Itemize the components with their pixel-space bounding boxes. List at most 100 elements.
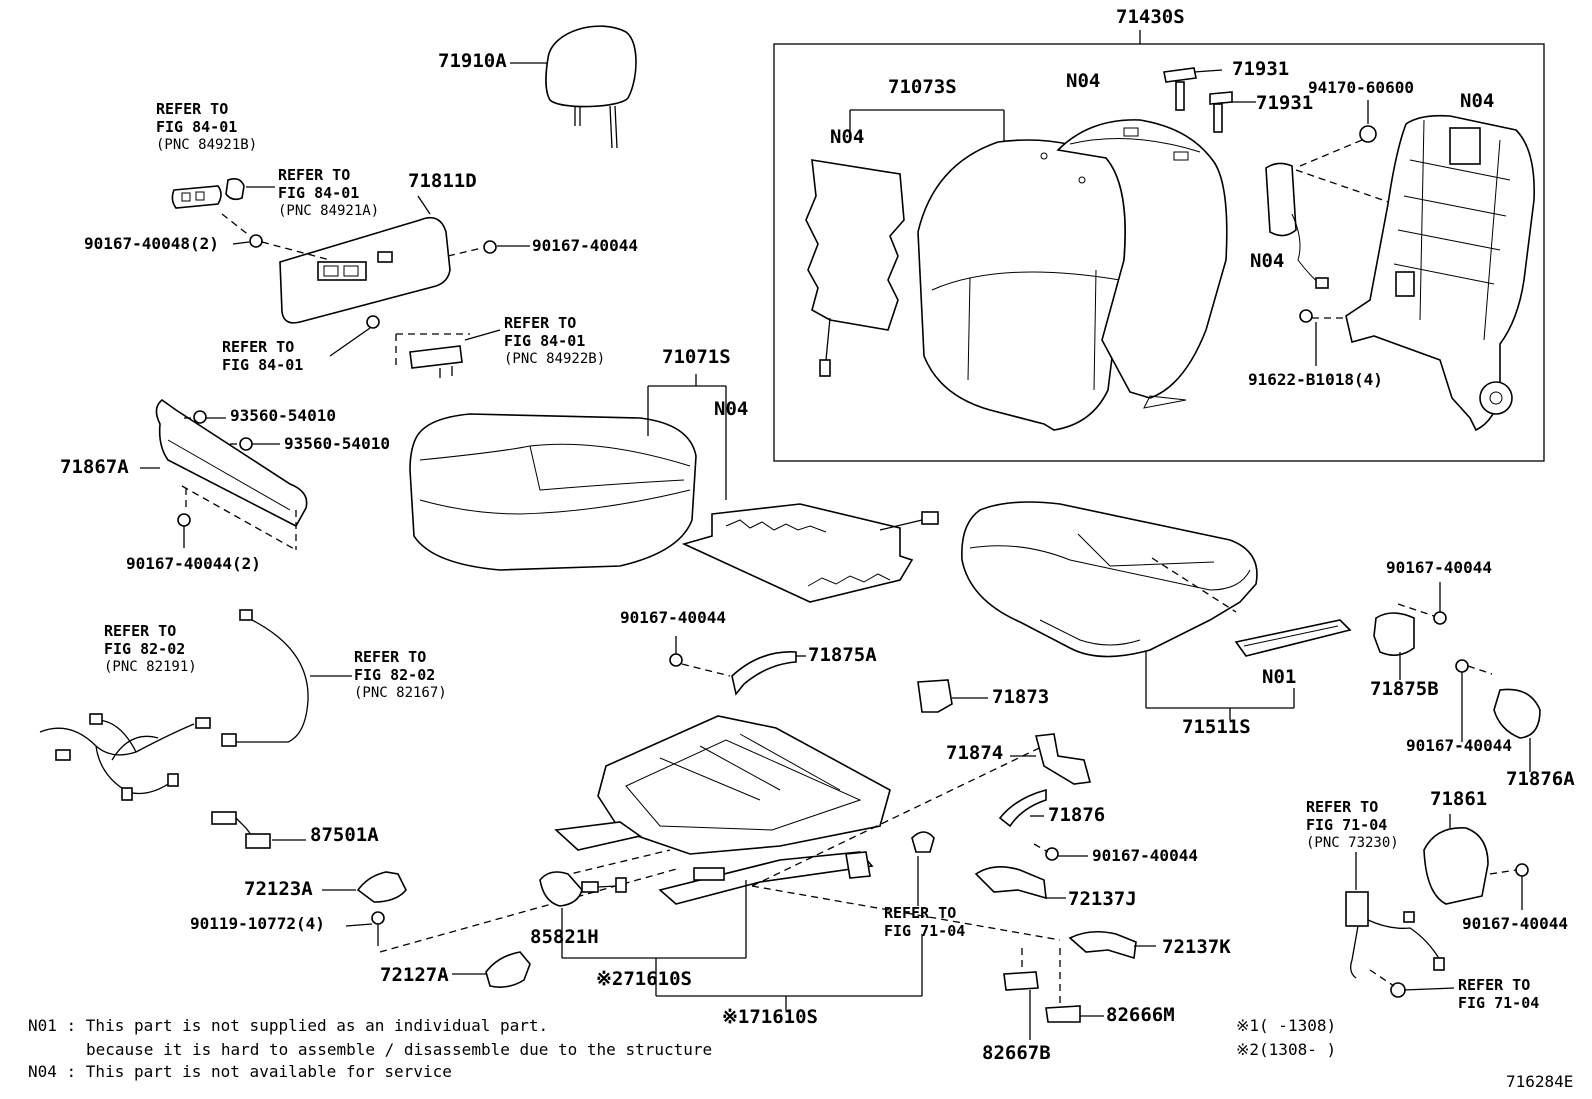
label-90167-40044-b: 90167-40044 bbox=[620, 608, 726, 627]
refer-pnc: (PNC 84922B) bbox=[504, 351, 606, 367]
cover-71861 bbox=[1423, 827, 1489, 905]
label-90119-10772: 90119-10772(4) bbox=[190, 914, 325, 933]
refer-fig-82-02-b[interactable]: REFER TO FIG 82-02 (PNC 82167) bbox=[354, 648, 447, 702]
refer-line1: REFER TO bbox=[354, 648, 427, 666]
refer-fig-71-04-a[interactable]: REFER TO FIG 71-04 bbox=[884, 904, 965, 940]
side-shield-71811D bbox=[279, 195, 451, 324]
label-71873: 71873 bbox=[992, 686, 1050, 708]
label-71874: 71874 bbox=[946, 742, 1004, 764]
label-71875B: 71875B bbox=[1370, 678, 1439, 700]
refer-line2: FIG 84-01 bbox=[222, 356, 304, 374]
note-n01-line2: because it is hard to assemble / disasse… bbox=[86, 1040, 713, 1059]
refer-line1: REFER TO bbox=[156, 100, 229, 118]
label-90167-40044-a: 90167-40044 bbox=[532, 236, 638, 255]
label-90167-40044-d: 90167-40044 bbox=[1386, 558, 1492, 577]
bracket-71874 bbox=[1034, 733, 1092, 785]
refer-fig-84-01-c[interactable]: REFER TO FIG 84-01 (PNC 84922B) bbox=[504, 314, 605, 368]
label-71875A: 71875A bbox=[808, 644, 877, 666]
label-n04-e: N04 bbox=[714, 398, 749, 420]
label-72127A: 72127A bbox=[380, 964, 449, 986]
refer-line1: REFER TO bbox=[1458, 976, 1531, 994]
refer-line1: REFER TO bbox=[884, 904, 957, 922]
refer-pnc: (PNC 84921B) bbox=[156, 137, 258, 153]
refer-line1: REFER TO bbox=[104, 622, 177, 640]
label-72137K: 72137K bbox=[1162, 936, 1231, 958]
refer-line2: FIG 84-01 bbox=[278, 184, 360, 202]
side-cover-71867A bbox=[140, 398, 308, 528]
refer-fig-71-04-b[interactable]: REFER TO FIG 71-04 (PNC 73230) bbox=[1306, 798, 1399, 852]
label-90167-40048: 90167-40048(2) bbox=[84, 234, 219, 253]
clip-71931 bbox=[1163, 67, 1256, 133]
headrest-71910A bbox=[510, 25, 637, 149]
note-date-2: ※2(1308- ) bbox=[1236, 1040, 1337, 1059]
label-71610S-1: ※171610S bbox=[722, 1006, 818, 1028]
refer-line2: FIG 82-02 bbox=[104, 640, 186, 658]
refer-pnc: (PNC 73230) bbox=[1306, 835, 1399, 851]
label-n04-b: N04 bbox=[830, 126, 865, 148]
label-82667B: 82667B bbox=[982, 1042, 1051, 1064]
bracket-71875A bbox=[731, 651, 797, 696]
seat-side-airbag bbox=[1265, 100, 1401, 289]
label-n04-d: N04 bbox=[1250, 250, 1285, 272]
refer-line1: REFER TO bbox=[1306, 798, 1379, 816]
cover-71876A bbox=[1493, 688, 1541, 739]
label-71931-a: 71931 bbox=[1232, 58, 1290, 80]
seat-belt-buckle bbox=[1345, 891, 1455, 998]
refer-fig-84-01-b[interactable]: REFER TO FIG 84-01 (PNC 84921A) bbox=[278, 166, 379, 220]
label-71071S: 71071S bbox=[662, 346, 731, 368]
refer-line2: FIG 84-01 bbox=[504, 332, 586, 350]
refer-line2: FIG 84-01 bbox=[156, 118, 238, 136]
bracket-72137K bbox=[1068, 930, 1137, 960]
refer-fig-82-02-a[interactable]: REFER TO FIG 82-02 (PNC 82191) bbox=[104, 622, 197, 676]
clip-82667B bbox=[1003, 971, 1039, 991]
seat-cushion-cover-71511S bbox=[961, 501, 1258, 658]
label-71876A: 71876A bbox=[1506, 768, 1575, 790]
seat-track-frame bbox=[554, 715, 891, 905]
label-85821H: 85821H bbox=[530, 926, 599, 948]
refer-line2: FIG 82-02 bbox=[354, 666, 436, 684]
wire-harness-2 bbox=[221, 609, 352, 747]
label-71867A: 71867A bbox=[60, 456, 129, 478]
label-90167-40044-f: 90167-40044 bbox=[1462, 914, 1568, 933]
refer-fig-84-01-a[interactable]: REFER TO FIG 84-01 (PNC 84921B) bbox=[156, 100, 257, 154]
refer-line1: REFER TO bbox=[278, 166, 351, 184]
bracket-71873 bbox=[917, 679, 953, 713]
wire-harness bbox=[39, 713, 211, 801]
seatback-frame bbox=[1345, 114, 1535, 432]
refer-fig-84-01-d[interactable]: REFER TO FIG 84-01 bbox=[222, 338, 303, 374]
seat-switch-knobs bbox=[171, 178, 275, 209]
label-n04-c: N04 bbox=[1460, 90, 1495, 112]
seatback-cover bbox=[1056, 119, 1228, 409]
connector-87501A bbox=[211, 811, 306, 849]
seatback-assembly-box bbox=[773, 43, 1545, 462]
label-71861: 71861 bbox=[1430, 788, 1488, 810]
note-n04: N04 : This part is not available for ser… bbox=[28, 1062, 452, 1081]
refer-line1: REFER TO bbox=[222, 338, 295, 356]
cover-72127A bbox=[485, 951, 531, 988]
label-71511S: 71511S bbox=[1182, 716, 1251, 738]
seatback-pad bbox=[917, 139, 1126, 431]
seat-heater-mat bbox=[681, 503, 939, 603]
label-94170-60600: 94170-60600 bbox=[1308, 78, 1414, 97]
label-71931-b: 71931 bbox=[1256, 92, 1314, 114]
label-71073S: 71073S bbox=[888, 76, 957, 98]
label-n01: N01 bbox=[1262, 666, 1297, 688]
label-71610S-2: ※271610S bbox=[596, 968, 692, 990]
refer-line1: REFER TO bbox=[504, 314, 577, 332]
refer-fig-71-04-c[interactable]: REFER TO FIG 71-04 bbox=[1458, 976, 1539, 1012]
label-91622-B1018: 91622-B1018(4) bbox=[1248, 370, 1383, 389]
label-90167-40044-e: 90167-40044 bbox=[1092, 846, 1198, 865]
bracket-72137J bbox=[974, 866, 1047, 900]
diagram-id: 716284E bbox=[1506, 1072, 1574, 1091]
refer-line2: FIG 71-04 bbox=[884, 922, 966, 940]
refer-pnc: (PNC 84921A) bbox=[278, 203, 380, 219]
cover-71875B bbox=[1373, 612, 1415, 656]
label-71910A: 71910A bbox=[438, 50, 507, 72]
seatback-heater-mat bbox=[805, 159, 905, 377]
label-93560-54010-a: 93560-54010 bbox=[230, 406, 336, 425]
refer-line2: FIG 71-04 bbox=[1306, 816, 1388, 834]
label-90167-40044-c: 90167-40044 bbox=[1406, 736, 1512, 755]
label-71430S: 71430S bbox=[1116, 6, 1185, 28]
